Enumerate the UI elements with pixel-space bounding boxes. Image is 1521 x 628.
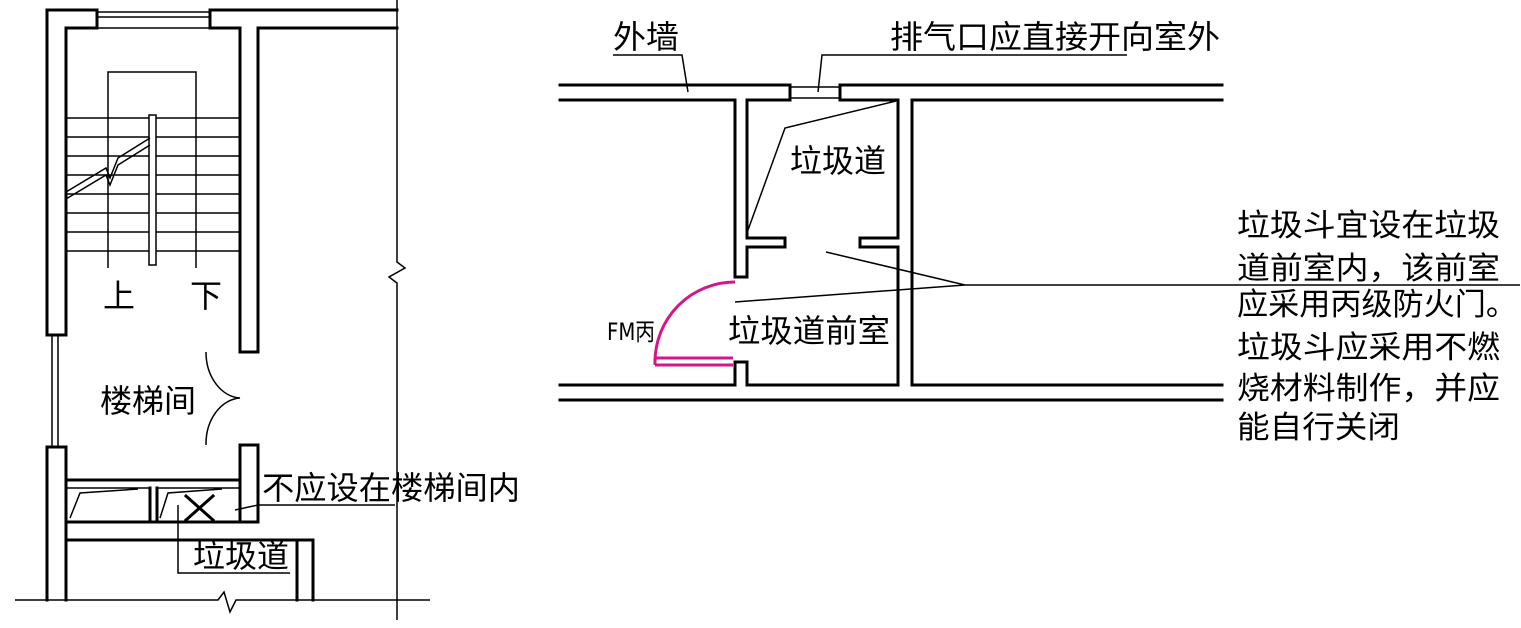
stair-opening-outline (107, 71, 197, 268)
stairwell-label: 楼梯间 (100, 382, 196, 420)
fire-door-swing (653, 280, 736, 363)
vent-note-leader (817, 54, 1127, 93)
outer-wall-label: 外墙 (613, 18, 679, 56)
chute-cross-mark (183, 493, 216, 523)
note-line: 垃圾斗应采用不燃 (1237, 330, 1500, 366)
fire-door-label: FM丙 (607, 318, 655, 346)
vent-note: 排气口应直接开向室外 (890, 18, 1220, 56)
stair-break-line (65, 137, 151, 200)
stair-handrail (148, 114, 157, 266)
stair-down-label: 下 (190, 277, 222, 315)
chute-anteroom-plan: 外墙 排气口应直接开向室外 垃圾道 垃圾道前室 FM丙 垃圾斗宜设在垃圾 道前室… (558, 18, 1520, 446)
stairwell-left-window (51, 335, 59, 447)
not-in-stairwell-leader (234, 504, 395, 511)
note-line: 应采用丙级防火门。 (1237, 287, 1517, 323)
stairwell-top-window (97, 11, 210, 29)
stair-up-label: 上 (103, 277, 135, 315)
right-break-line (387, 0, 407, 620)
stairwell-chute-box (64, 478, 260, 524)
notes-leader (734, 251, 1520, 303)
note-line: 能自行关闭 (1237, 410, 1400, 446)
note-line: 垃圾斗宜设在垃圾 (1237, 208, 1500, 244)
exhaust-vent (790, 86, 840, 99)
outer-wall-leader (613, 54, 689, 93)
chute-left-wall (733, 98, 749, 279)
stairwell-right-wall (238, 26, 260, 524)
right-chute-label: 垃圾道 (790, 142, 886, 180)
chute-right-wall (896, 98, 914, 387)
stairwell-chute-inner (66, 487, 240, 519)
note-line: 道前室内，该前室 (1237, 251, 1500, 287)
anteroom-left-wall (733, 360, 749, 387)
outer-wall-top (558, 83, 1224, 102)
left-chute-label: 垃圾道 (193, 537, 289, 575)
stairwell-plan: 上 下 楼梯间 不应设在楼梯间内 垃圾道 (15, 0, 520, 620)
chute-notes: 垃圾斗宜设在垃圾 道前室内，该前室 应采用丙级防火门。 垃圾斗应采用不燃 烧材料… (1237, 208, 1517, 446)
fire-door-leaf (653, 356, 733, 367)
note-line: 烧材料制作，并应 (1237, 371, 1500, 407)
stairwell-top-wall (45, 8, 399, 30)
chute-bottom-wall (745, 236, 900, 249)
left-chute-leader (177, 505, 290, 574)
corridor-wall-bottom (558, 383, 1224, 402)
not-in-stairwell-note: 不应设在楼梯间内 (262, 469, 520, 507)
lower-room-wall (64, 538, 315, 602)
anteroom-label: 垃圾道前室 (728, 312, 890, 350)
stairwell-left-wall (45, 8, 68, 602)
stairwell-double-door (205, 351, 241, 446)
bottom-break-line (15, 590, 430, 615)
chute-hopper (747, 100, 897, 231)
